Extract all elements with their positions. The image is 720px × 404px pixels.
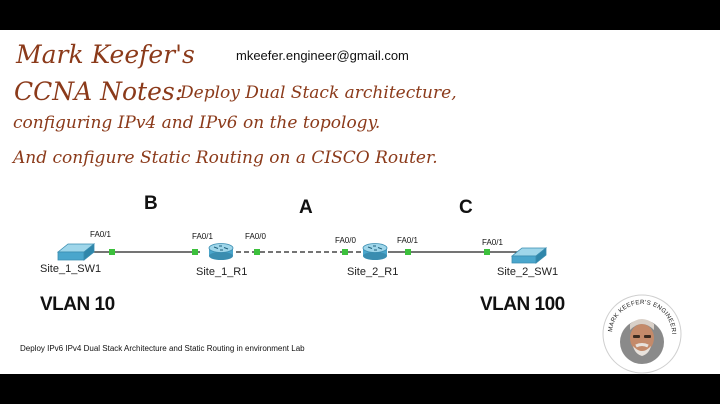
port-label: FA0/0 (335, 236, 356, 245)
link-status-light (484, 249, 490, 255)
title-lead: CCNA Notes: (14, 77, 184, 106)
device-label-site1-router: Site_1_R1 (196, 266, 248, 278)
letterbox-bottom (0, 374, 720, 404)
device-label-site2-router: Site_2_R1 (347, 266, 399, 278)
switch-icon[interactable] (510, 247, 548, 264)
portrait-icon (620, 319, 664, 364)
author-email: mkeefer.engineer@gmail.com (236, 48, 409, 63)
caption: Deploy IPv6 IPv4 Dual Stack Architecture… (20, 344, 305, 353)
letterbox-top (0, 0, 720, 30)
segment-label-b: B (144, 193, 158, 214)
switch-icon[interactable] (56, 243, 96, 261)
router-icon[interactable] (208, 243, 234, 261)
link-status-light (405, 249, 411, 255)
link-status-light (109, 249, 115, 255)
port-label: FA0/1 (192, 232, 213, 241)
port-label: FA0/1 (482, 238, 503, 247)
segment-label-c: C (459, 197, 473, 218)
link-status-light (192, 249, 198, 255)
title-line-2: configuring IPv4 and IPv6 on the topolog… (13, 113, 381, 133)
title-line-3: And configure Static Routing on a CISCO … (13, 148, 438, 168)
port-label: FA0/1 (397, 236, 418, 245)
author-name: Mark Keefer's (16, 40, 195, 69)
port-label: FA0/0 (245, 232, 266, 241)
title-rest: Deploy Dual Stack architecture, (180, 83, 457, 103)
router-icon[interactable] (362, 243, 388, 261)
port-label: FA0/1 (90, 230, 111, 239)
vlan-label-right: VLAN 100 (480, 294, 565, 315)
slide: Mark Keefer's mkeefer.engineer@gmail.com… (0, 30, 720, 374)
segment-label-a: A (299, 197, 313, 218)
link-status-light (342, 249, 348, 255)
device-label-site1-switch: Site_1_SW1 (40, 263, 102, 275)
author-badge: MARK KEEFER'S ENGINEERING NOTE BOOK (602, 294, 682, 374)
vlan-label-left: VLAN 10 (40, 294, 115, 315)
device-label-site2-switch: Site_2_SW1 (497, 266, 559, 278)
link-status-light (254, 249, 260, 255)
topology-diagram (56, 243, 548, 264)
